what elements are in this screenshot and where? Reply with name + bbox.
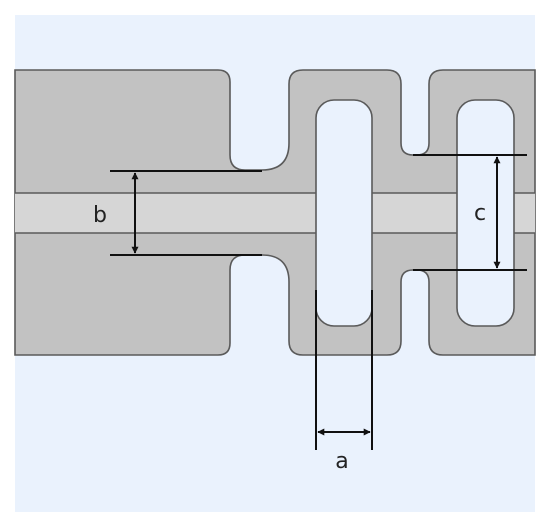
dimension-b: b bbox=[93, 170, 262, 256]
dimension-a-label: a bbox=[335, 449, 348, 474]
dimension-b-label: b bbox=[93, 203, 107, 228]
dimension-c-label: c bbox=[474, 201, 486, 226]
dimension-c: c bbox=[413, 154, 527, 271]
waveguide-band bbox=[15, 193, 535, 233]
slot-left bbox=[315, 99, 373, 327]
dimension-a: a bbox=[315, 290, 373, 474]
